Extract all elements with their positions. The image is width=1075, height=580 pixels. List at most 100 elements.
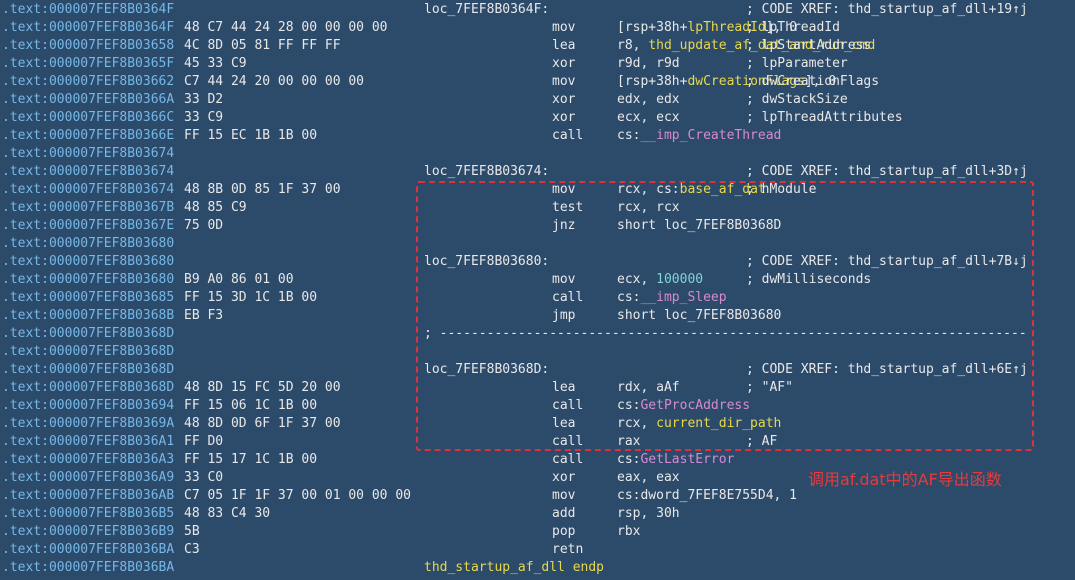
line-address: .text:000007FEF8B036AB	[2, 488, 175, 503]
instruction-operands: cs:dword_7FEF8E755D4, 1	[617, 487, 797, 505]
code-line[interactable]: .text:000007FEF8B036AB C7 05 1F 1F 37 00 …	[0, 487, 1075, 505]
operand-name[interactable]: thd_update_af_dat_and_run_cmd	[648, 38, 876, 53]
operand-imp[interactable]: GetProcAddress	[640, 398, 751, 413]
instruction-mnemonic: lea	[552, 38, 576, 53]
operand-text: eax, eax	[617, 470, 680, 485]
instruction-mnemonic: mov	[552, 272, 576, 287]
instruction-mnemonic: call	[552, 128, 584, 143]
code-label: loc_7FEF8B0364F:	[424, 2, 550, 17]
instruction-operands: r8, thd_update_af_dat_and_run_cmd	[617, 37, 875, 55]
operand-text: cs:	[617, 398, 641, 413]
operand-text: rsp, 30h	[617, 506, 680, 521]
code-line[interactable]: .text:000007FEF8B0368D ; ----------------…	[0, 325, 1075, 343]
line-comment: ; CODE XREF: thd_startup_af_dll+6E↑j	[746, 362, 1028, 377]
line-comment: ; AF	[746, 434, 778, 449]
code-line[interactable]: .text:000007FEF8B0368D loc_7FEF8B0368D: ; …	[0, 361, 1075, 379]
instruction-mnemonic: retn	[552, 542, 584, 557]
line-address: .text:000007FEF8B03674	[2, 182, 175, 197]
operand-text: rdx, aAf	[617, 380, 680, 395]
code-line[interactable]: .text:000007FEF8B03680	[0, 235, 1075, 253]
operand-text: rcx, cs:	[617, 182, 680, 197]
line-comment: ; hModule	[746, 182, 817, 197]
operand-text: cs:dword_7FEF8E755D4, 1	[617, 488, 798, 503]
instruction-mnemonic: mov	[552, 74, 576, 89]
operand-text: rbx	[617, 524, 641, 539]
line-address: .text:000007FEF8B036BA	[2, 560, 175, 575]
operand-imp[interactable]: __imp_Sleep	[640, 290, 727, 305]
operand-text: cs:	[617, 452, 641, 467]
opcode-bytes: C3	[184, 542, 200, 557]
operand-num[interactable]: 100000	[656, 272, 704, 287]
opcode-bytes: FF 15 EC 1B 1B 00	[184, 128, 318, 143]
opcode-bytes: 45 33 C9	[184, 56, 247, 71]
operand-text: cs:	[617, 128, 641, 143]
operand-name[interactable]: base_af_dat	[679, 182, 766, 197]
code-label: loc_7FEF8B0368D:	[424, 362, 550, 377]
line-address: .text:000007FEF8B036B9	[2, 524, 175, 539]
instruction-mnemonic: add	[552, 506, 576, 521]
annotation-text: 调用af.dat中的AF导出函数	[808, 470, 1002, 489]
opcode-bytes: C7 05 1F 1F 37 00 01 00 00 00	[184, 488, 411, 503]
operand-name[interactable]: current_dir_path	[656, 416, 782, 431]
line-address: .text:000007FEF8B036A9	[2, 470, 175, 485]
operand-name[interactable]: lpThreadId	[687, 20, 766, 35]
operand-text: cs:	[617, 290, 641, 305]
instruction-operands: short loc_7FEF8B03680	[617, 307, 781, 325]
line-address: .text:000007FEF8B0368D	[2, 326, 175, 341]
line-comment: ; lpStartAddress	[746, 38, 872, 53]
instruction-mnemonic: lea	[552, 416, 576, 431]
instruction-operands: cs:GetLastError	[617, 451, 734, 469]
instruction-operands: edx, edx	[617, 91, 680, 109]
operand-imp[interactable]: __imp_CreateThread	[640, 128, 782, 143]
operand-text: ecx,	[617, 272, 657, 287]
instruction-operands: [rsp+38h+dwCreationFlags], 0	[617, 73, 836, 91]
opcode-bytes: 4C 8D 05 81 FF FF FF	[184, 38, 341, 53]
line-address: .text:000007FEF8B03694	[2, 398, 175, 413]
code-line[interactable]: .text:000007FEF8B0368D	[0, 343, 1075, 361]
instruction-operands: rbx	[617, 523, 640, 541]
operand-name[interactable]: dwCreationFlags	[687, 74, 805, 89]
line-address: .text:000007FEF8B0368B	[2, 308, 175, 323]
opcode-bytes: FF 15 17 1C 1B 00	[184, 452, 318, 467]
highlight-box	[416, 181, 1034, 451]
line-address: .text:000007FEF8B0368D	[2, 362, 175, 377]
opcode-bytes: 48 8D 15 FC 5D 20 00	[184, 380, 341, 395]
instruction-mnemonic: call	[552, 290, 584, 305]
instruction-mnemonic: xor	[552, 56, 576, 71]
code-label: loc_7FEF8B03680:	[424, 254, 550, 269]
operand-imp[interactable]: GetLastError	[640, 452, 735, 467]
separator-line: ; --------------------------------------…	[424, 326, 1027, 341]
code-line[interactable]: .text:000007FEF8B03674	[0, 145, 1075, 163]
operand-text: r8,	[617, 38, 649, 53]
instruction-operands: short loc_7FEF8B0368D	[617, 217, 781, 235]
line-comment: ; lpThreadId	[746, 20, 840, 35]
line-comment: ; CODE XREF: thd_startup_af_dll+7B↓j	[746, 254, 1028, 269]
